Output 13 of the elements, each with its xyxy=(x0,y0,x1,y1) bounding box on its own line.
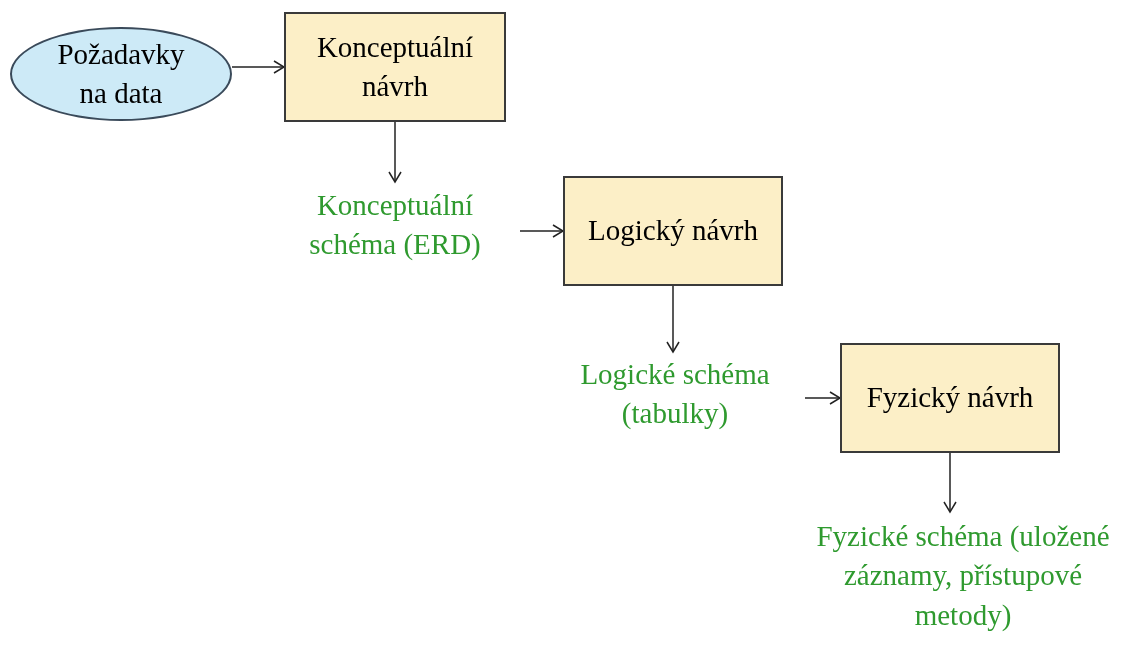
output-text: Konceptuální schéma (ERD) xyxy=(270,182,520,268)
output-text: Fyzické schéma (uložené záznamy, přístupové metody) xyxy=(808,512,1118,640)
arrow xyxy=(943,452,957,513)
input-ellipse: Požadavky na data xyxy=(10,27,232,121)
arrow xyxy=(804,391,841,405)
arrow xyxy=(231,60,285,74)
process-box: Konceptuální návrh xyxy=(284,12,506,122)
arrow xyxy=(666,285,680,353)
output-text: Logické schéma (tabulky) xyxy=(545,352,805,436)
process-box: Fyzický návrh xyxy=(840,343,1060,453)
process-box: Logický návrh xyxy=(563,176,783,286)
arrow xyxy=(388,121,402,183)
arrow xyxy=(519,224,564,238)
